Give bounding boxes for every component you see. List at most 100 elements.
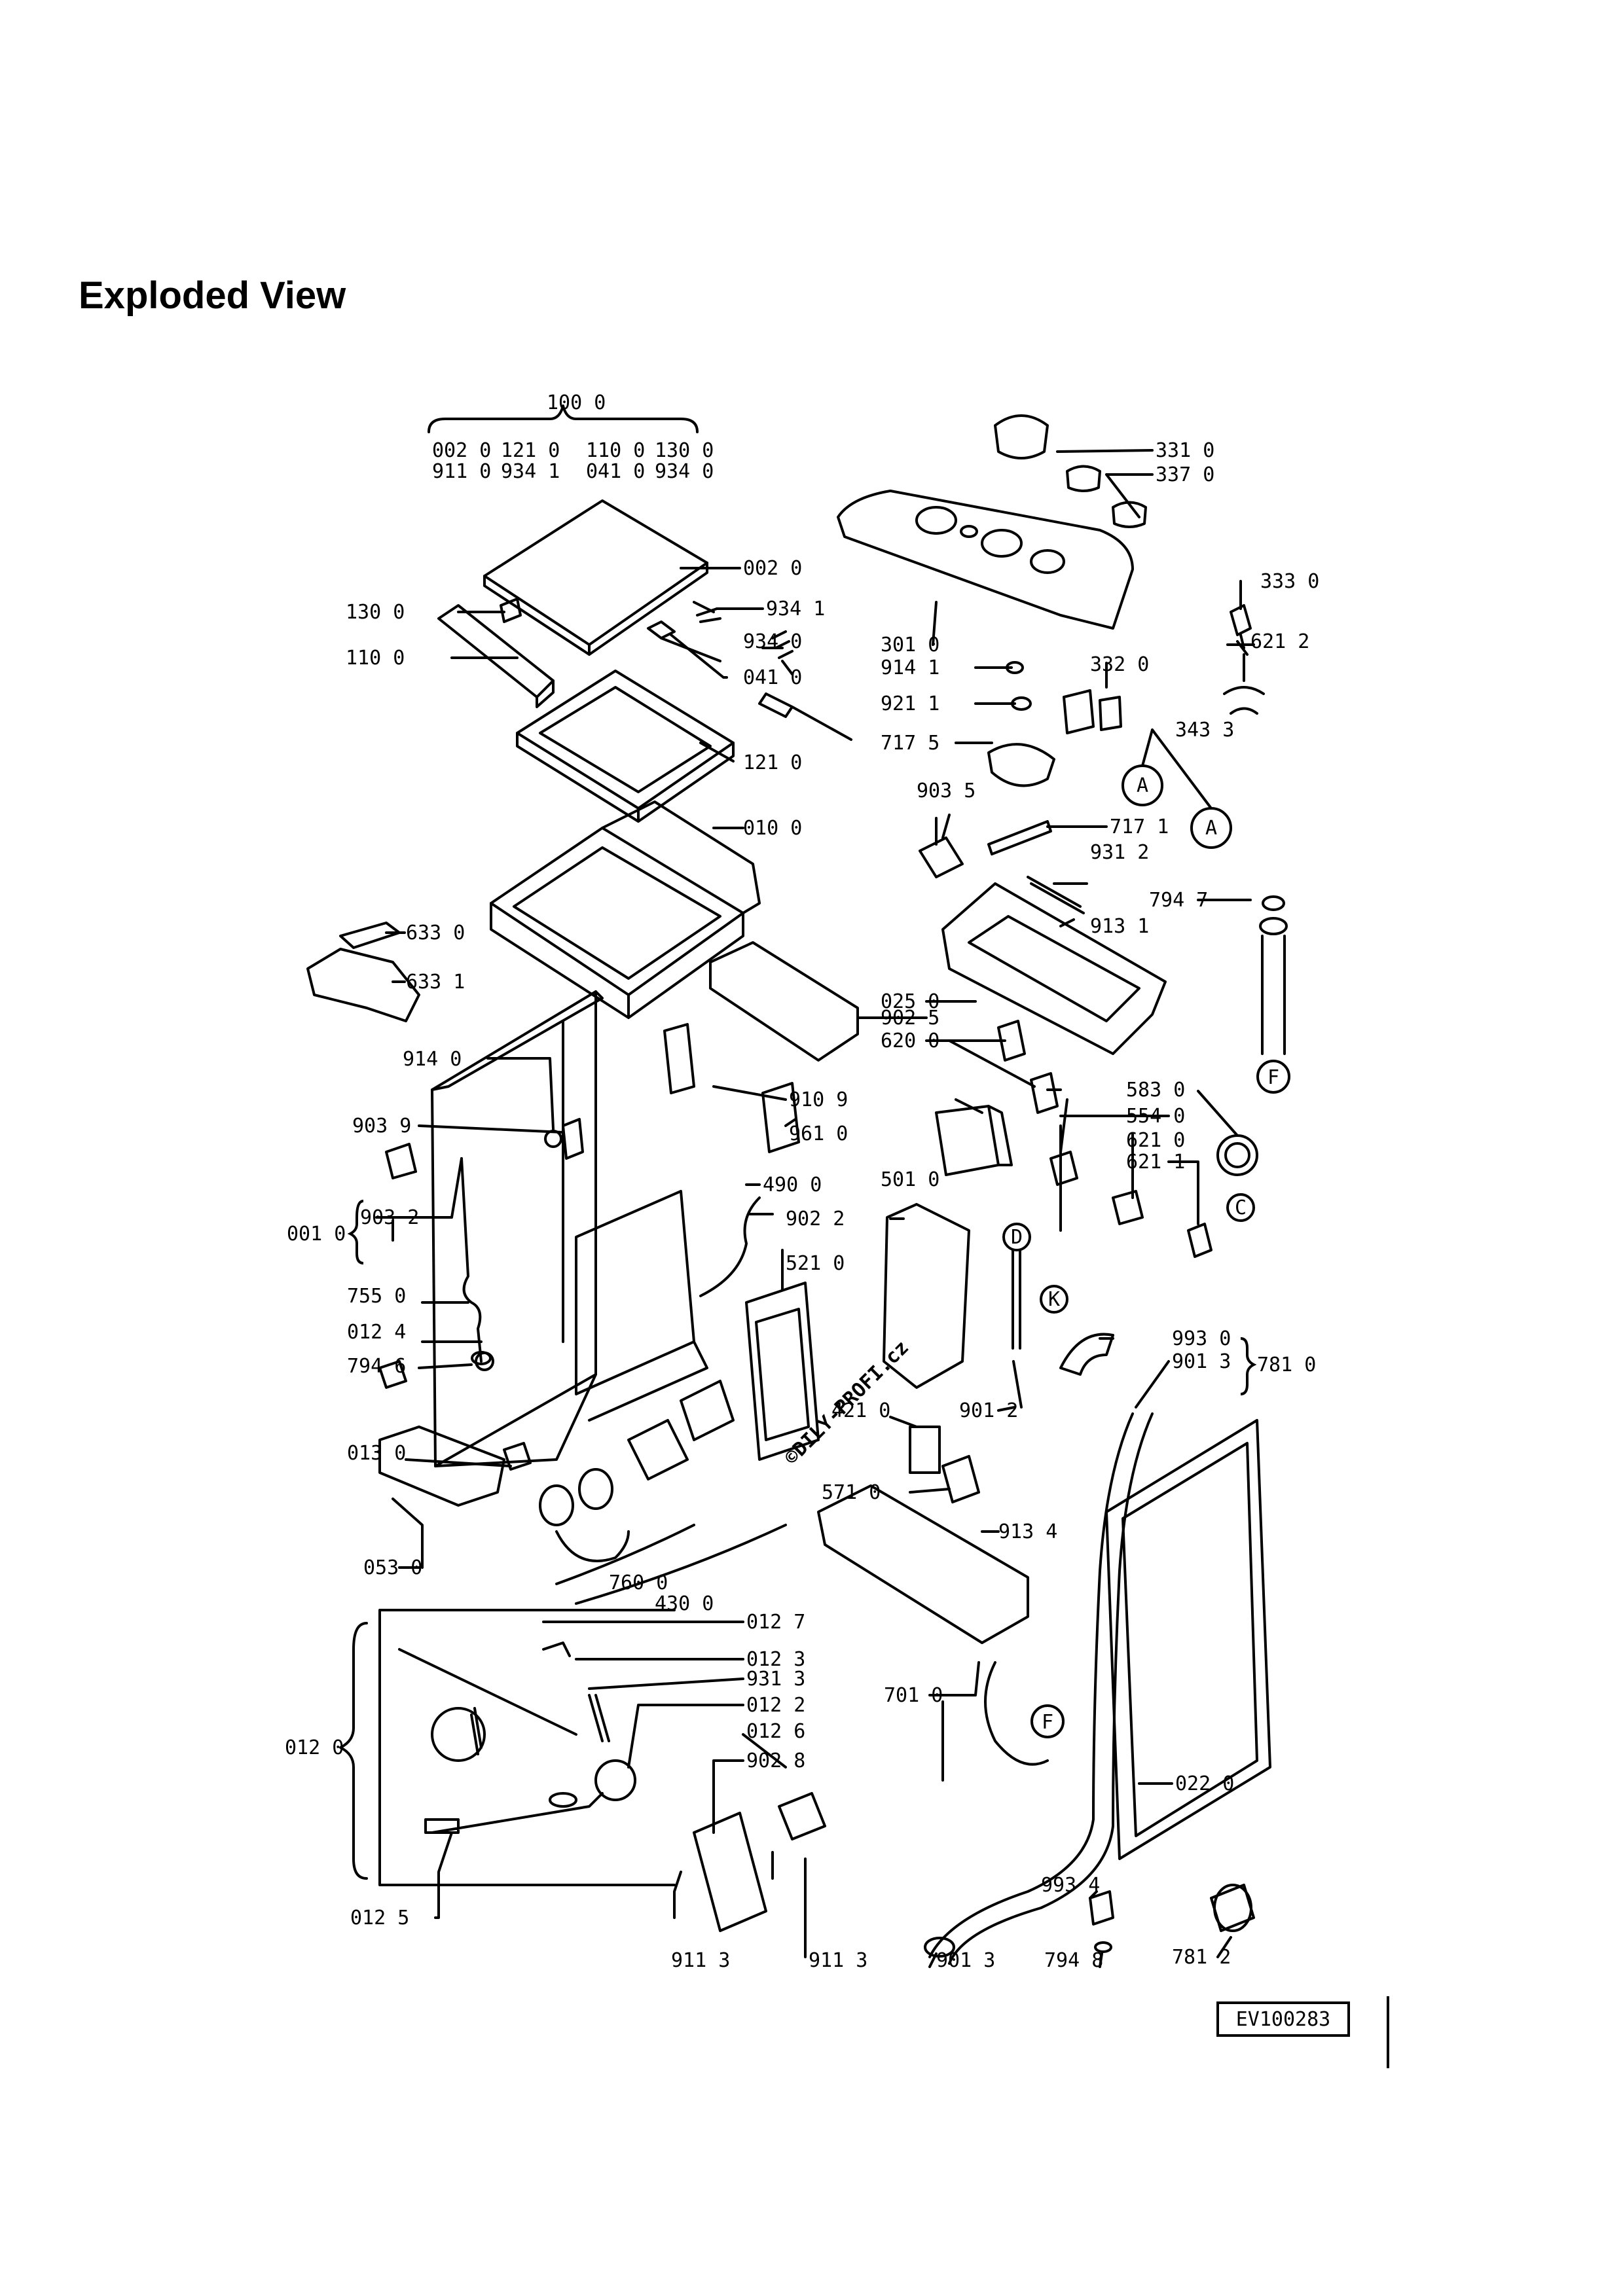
callout-934-0: 934 0 xyxy=(743,630,802,653)
callout-set-b4: 934 0 xyxy=(655,460,714,483)
pressostat-583-drawing xyxy=(1216,1134,1258,1176)
callout-902-2: 902 2 xyxy=(786,1208,845,1230)
bracket-913-4-drawing xyxy=(817,1484,1029,1644)
callout-set-a3: 110 0 xyxy=(586,439,645,462)
leaders-902-8 xyxy=(712,1759,1173,1834)
callout-633-0: 633 0 xyxy=(406,922,465,944)
callout-501: 501 0 xyxy=(881,1168,939,1191)
plate-961-drawing xyxy=(761,1082,800,1153)
bracket-903-5-drawing xyxy=(919,817,964,878)
switch-621-0-drawing xyxy=(1112,1190,1144,1225)
leaders-701 xyxy=(928,1661,980,1782)
callout-794-7: 794 7 xyxy=(1149,889,1208,912)
leaders-base xyxy=(392,1458,512,1569)
callout-921: 921 1 xyxy=(881,692,939,715)
front-strip-110-drawing xyxy=(437,604,555,708)
marker-a-label-1: A xyxy=(1137,774,1148,797)
control-housing-025-drawing xyxy=(941,882,1167,1055)
foot-013a-drawing xyxy=(378,1360,407,1389)
callout-931-3: 931 3 xyxy=(746,1668,805,1691)
plate-910-drawing xyxy=(663,1023,695,1094)
callout-901-3-b: 901 3 xyxy=(936,1949,995,1972)
callout-901-3-a: 901 3 xyxy=(1172,1350,1231,1373)
callout-430: 430 0 xyxy=(655,1592,714,1615)
part-drawings xyxy=(306,404,1288,1968)
callout-332: 332 0 xyxy=(1090,653,1149,676)
callout-121: 121 0 xyxy=(743,751,802,774)
callout-621-1: 621 1 xyxy=(1126,1151,1185,1174)
plug-794-6-drawing xyxy=(475,1352,494,1371)
part-633-0-drawing xyxy=(339,922,401,949)
callout-903-5: 903 5 xyxy=(917,780,976,802)
leaders-cabinet xyxy=(486,1057,983,1130)
lever-012-5-drawing xyxy=(424,1792,604,1834)
clip-012-7-drawing xyxy=(542,1641,571,1657)
callout-301: 301 0 xyxy=(881,634,939,656)
drain-hose-drawing xyxy=(928,1412,1134,1958)
leaders-middle-left xyxy=(385,742,744,983)
callout-490: 490 0 xyxy=(763,1174,822,1196)
callout-583: 583 0 xyxy=(1126,1079,1185,1102)
callout-set-a1: 002 0 xyxy=(432,439,491,462)
ring-760a-drawing xyxy=(539,1484,574,1526)
marker-f-label-2: F xyxy=(1042,1711,1053,1734)
spring-931-2-drawing xyxy=(1027,876,1085,914)
callout-621-0: 621 0 xyxy=(1126,1129,1185,1152)
callout-903-9: 903 9 xyxy=(352,1115,411,1138)
callout-013: 013 0 xyxy=(347,1442,406,1465)
callout-521: 521 0 xyxy=(786,1252,845,1275)
callout-961: 961 0 xyxy=(789,1122,848,1145)
callout-set-b3: 041 0 xyxy=(586,460,645,483)
leaders-middle-right xyxy=(941,728,1252,927)
callout-001: 001 0 xyxy=(287,1223,346,1246)
cabinet-base-drawing xyxy=(575,1190,695,1395)
callout-781-0: 781 0 xyxy=(1257,1354,1316,1376)
callout-012-0: 012 0 xyxy=(285,1736,344,1759)
markers xyxy=(1002,1060,1290,1738)
page-title: Exploded View xyxy=(79,274,346,317)
callout-993-0: 993 0 xyxy=(1172,1327,1231,1350)
marker-f-circle-1 xyxy=(1256,1060,1290,1094)
rail-902-5-drawing xyxy=(709,941,859,1062)
callout-012-3: 012 3 xyxy=(746,1648,805,1671)
callout-794-6: 794 6 xyxy=(347,1355,406,1378)
callout-701: 701 0 xyxy=(884,1684,943,1707)
callout-717-5: 717 5 xyxy=(881,732,939,755)
callout-913-4: 913 4 xyxy=(998,1520,1057,1543)
leaders-top-left xyxy=(450,567,793,679)
rod-d-drawing xyxy=(1012,1249,1021,1350)
group-012-brace xyxy=(339,1622,368,1880)
cap-901-3-drawing xyxy=(924,1937,955,1958)
callout-337: 337 0 xyxy=(1156,463,1214,486)
callout-914-1: 914 1 xyxy=(881,656,939,679)
spring-931-3-drawing xyxy=(588,1694,610,1742)
hose-755-drawing xyxy=(460,1157,483,1363)
panel-053-drawing xyxy=(378,1426,505,1507)
marker-k-label: K xyxy=(1048,1288,1060,1311)
switch-333-drawing xyxy=(1226,604,1255,649)
leaders-box xyxy=(542,1621,787,1768)
knob-337b-drawing xyxy=(1112,501,1147,528)
switch-554-drawing xyxy=(1049,1151,1078,1186)
callout-717-1: 717 1 xyxy=(1110,816,1169,838)
callout-assembly-100: 100 0 xyxy=(547,391,606,414)
part-633-1-drawing xyxy=(306,948,420,1022)
bar-717-1-drawing xyxy=(987,820,1052,855)
callout-set-a4: 130 0 xyxy=(655,439,714,462)
hose-701-drawing xyxy=(984,1661,1049,1766)
switch-621-1-drawing xyxy=(1187,1196,1213,1258)
callout-554: 554 0 xyxy=(1126,1105,1185,1128)
cover-902-2-drawing xyxy=(883,1203,970,1389)
leaders-490-902 xyxy=(745,1183,905,1291)
callout-621-2: 621 2 xyxy=(1250,630,1309,653)
callout-794-8: 794 8 xyxy=(1044,1949,1103,1972)
callout-012-6: 012 6 xyxy=(746,1720,805,1743)
knob-337a-drawing xyxy=(1066,465,1101,492)
leaders-valve xyxy=(889,1416,1000,1533)
callout-set-a2: 121 0 xyxy=(501,439,560,462)
capacitor-421-drawing xyxy=(909,1426,941,1474)
wheel-012-drawing xyxy=(431,1707,486,1762)
switch-620b-drawing xyxy=(1030,1072,1059,1114)
